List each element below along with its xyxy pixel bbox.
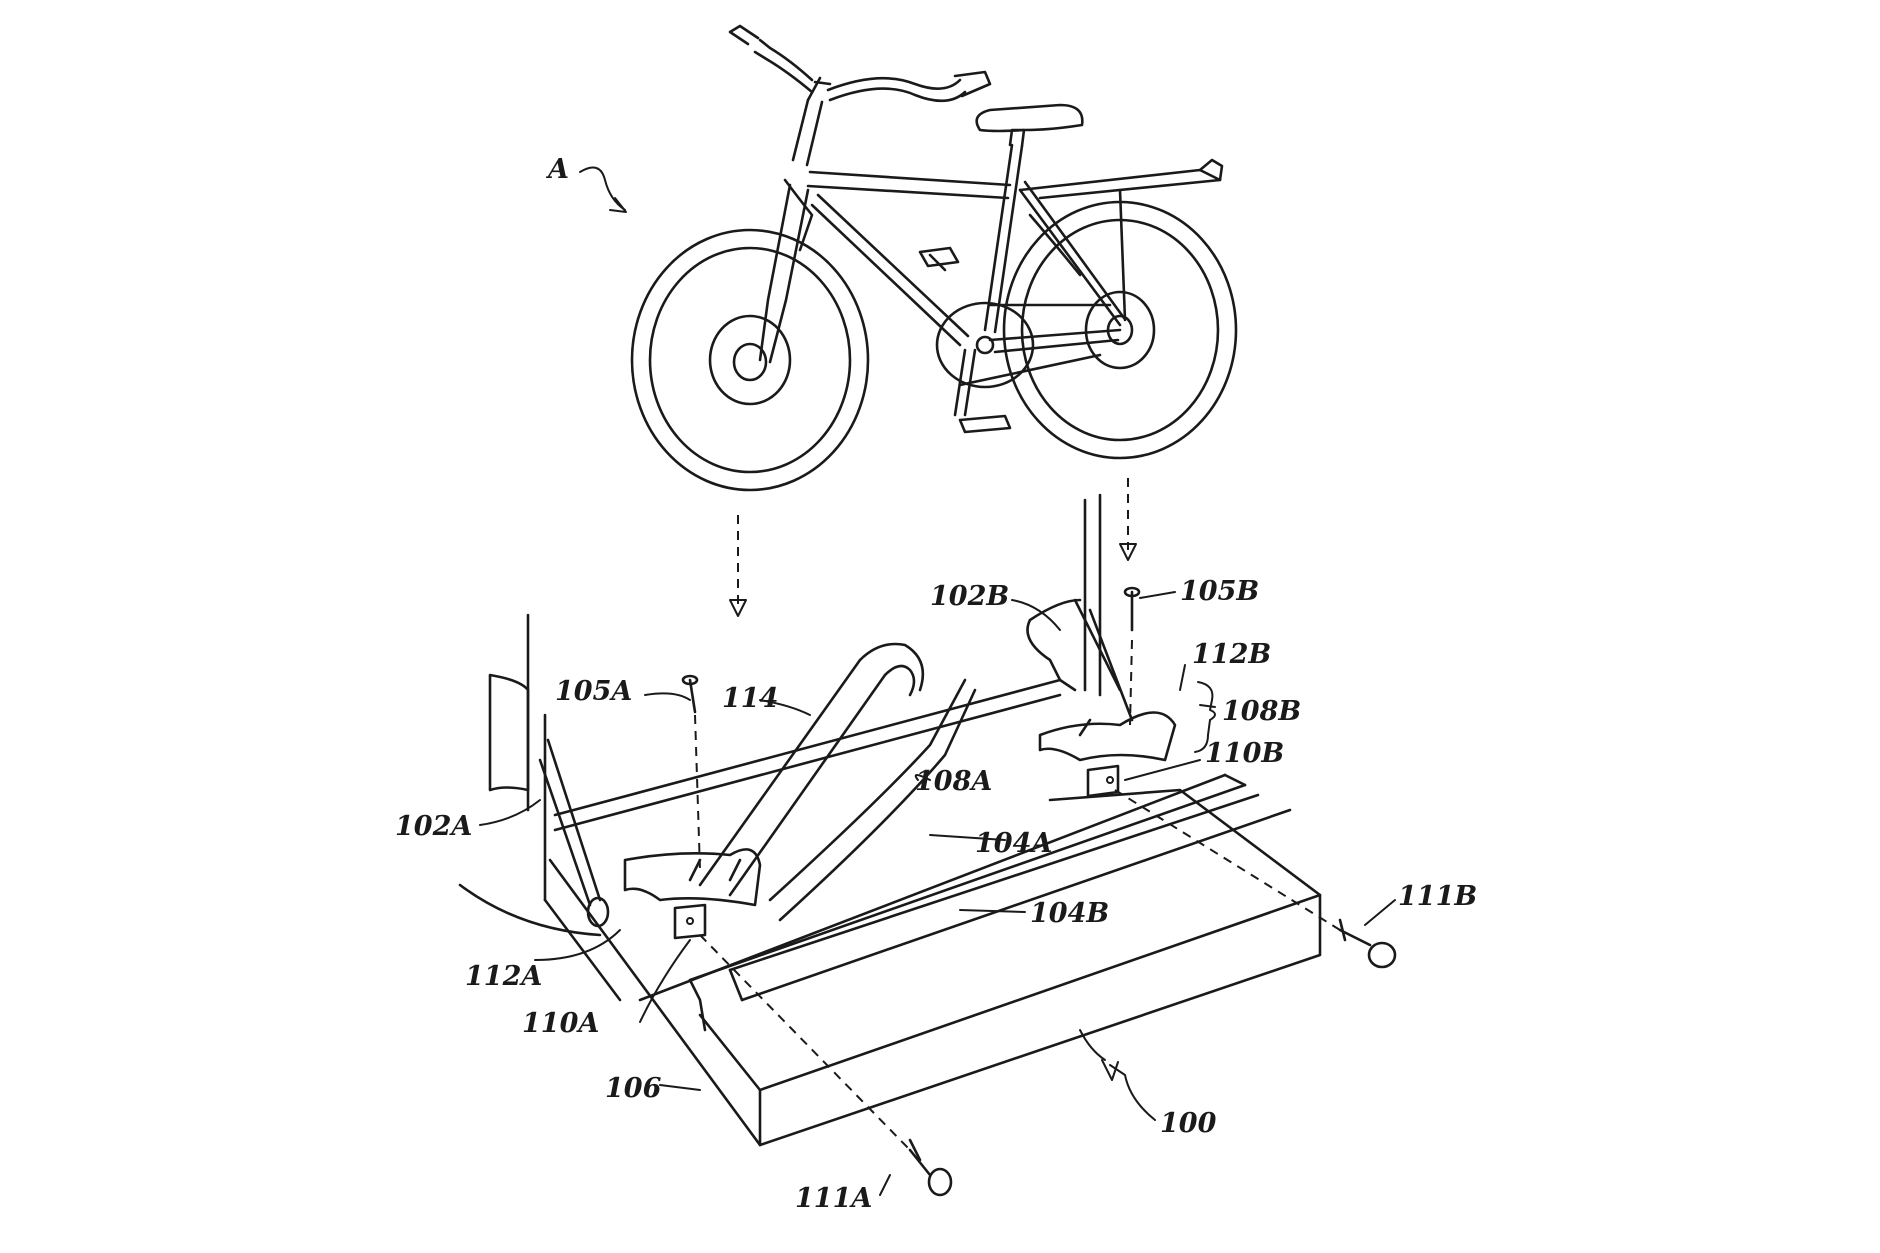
bracket-108B [1194,681,1216,753]
label-105A: 105A [555,676,632,707]
label-114: 114 [722,683,778,714]
label-A-group: A [545,154,627,213]
leader-lines [479,591,1396,1196]
label-108B: 108B [1222,696,1301,727]
label-100: 100 [1160,1108,1217,1139]
label-110B: 110B [1205,738,1284,769]
bicycle [630,24,1238,492]
label-102B: 102B [930,581,1009,612]
label-108A: 108A [915,766,992,797]
label-102A: 102A [395,811,472,842]
label-112A: 112A [465,961,542,992]
label-104A: 104A [975,828,1052,859]
label-104B: 104B [1030,898,1109,929]
reference-labels: 102A 102B 104A 104B 105A 105B 106 108A 1… [395,576,1477,1214]
label-110A: 110A [522,1008,599,1039]
label-106: 106 [605,1073,662,1104]
rack-assembly [458,493,1397,1197]
label-111A: 111A [795,1183,872,1214]
label-112B: 112B [1192,639,1271,670]
drop-arrows [729,478,1137,617]
label-105B: 105B [1180,576,1259,607]
label-111B: 111B [1398,881,1477,912]
label-A: A [545,154,569,185]
